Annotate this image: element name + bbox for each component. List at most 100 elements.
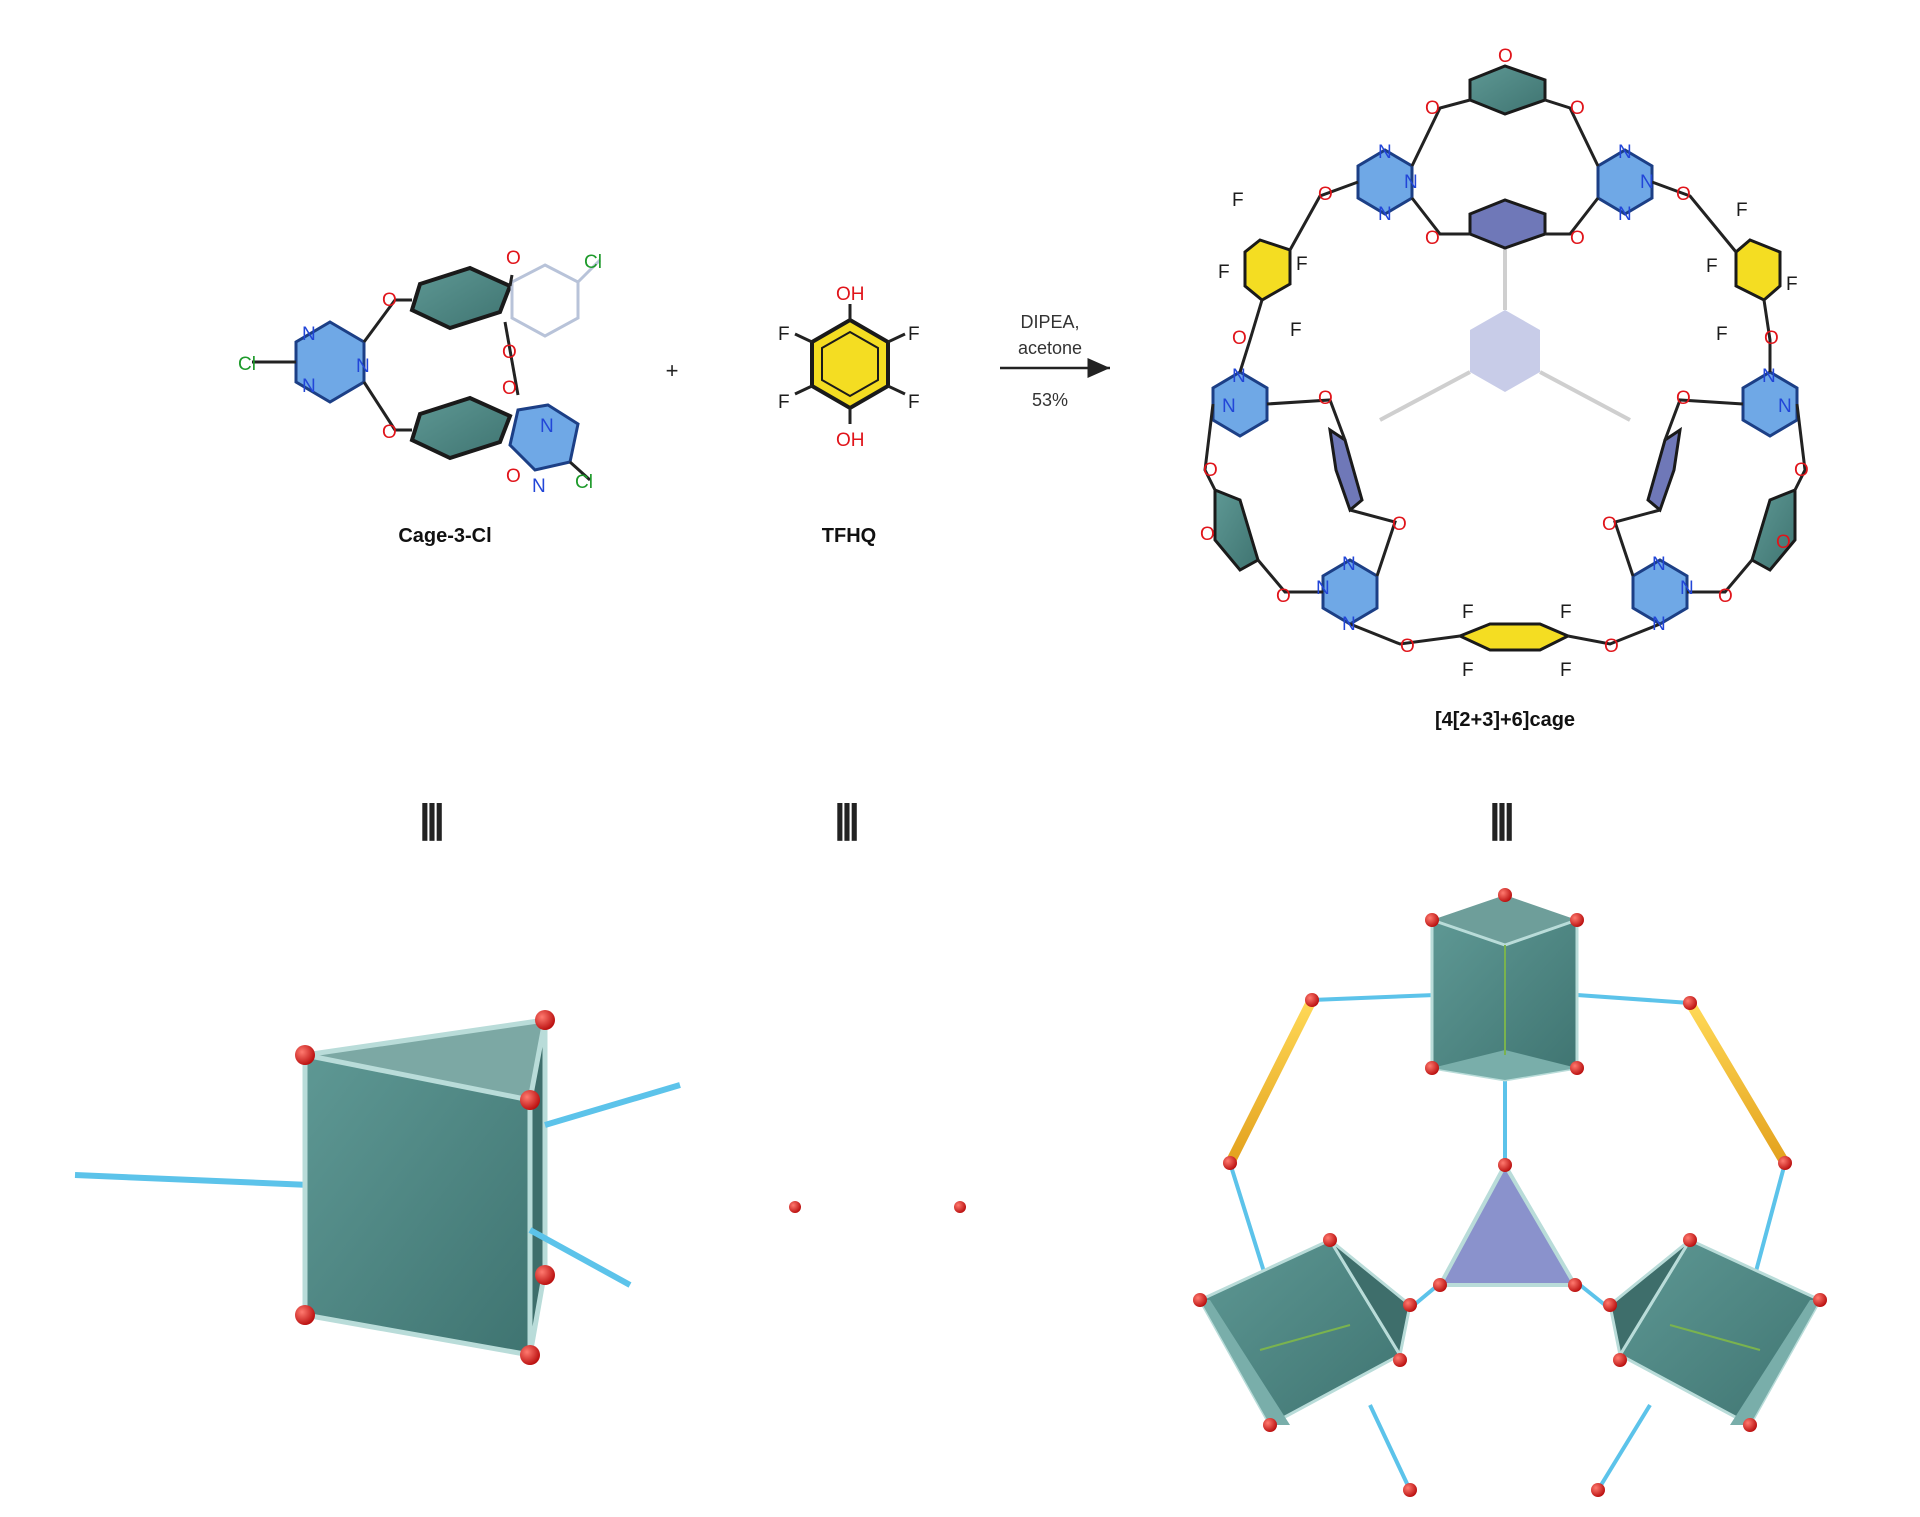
vertex-node: [1613, 1353, 1627, 1367]
oxygen-atom: O: [1676, 388, 1691, 409]
vertex-node: [1603, 1298, 1617, 1312]
chlorine-atom: Cl: [238, 354, 256, 375]
nitrogen-atom: N: [1404, 172, 1418, 193]
oxygen-atom: O: [506, 466, 521, 487]
fluorine-atom: F: [1462, 602, 1474, 623]
chlorine-atom: Cl: [584, 252, 602, 273]
oxygen-atom: O: [506, 248, 521, 269]
oxygen-atom: O: [1318, 184, 1333, 205]
nitrogen-atom: N: [302, 376, 316, 397]
cage-3-cl-label: Cage-3-Cl: [398, 525, 491, 547]
oxygen-atom: O: [1318, 388, 1333, 409]
vertex-node: [1778, 1156, 1792, 1170]
vertex-node: [1403, 1483, 1417, 1497]
oxygen-atom: O: [1425, 228, 1440, 249]
vertex-node: [1743, 1418, 1757, 1432]
nitrogen-atom: N: [1640, 172, 1654, 193]
fluorine-atom: F: [778, 324, 790, 345]
oxygen-atom: O: [1718, 586, 1733, 607]
vertex-node: [1683, 1233, 1697, 1247]
nitrogen-atom: N: [1232, 366, 1246, 387]
vertex-node: [1193, 1293, 1207, 1307]
oxygen-atom: O: [1400, 636, 1415, 657]
teal-aryl-ring: [409, 395, 513, 461]
oxygen-atom: O: [382, 290, 397, 311]
nitrogen-atom: N: [1378, 204, 1392, 225]
oxygen-atom: O: [1776, 532, 1791, 553]
vertex-node: [520, 1345, 540, 1365]
oxygen-atom: O: [1604, 636, 1619, 657]
oxygen-atom: O: [1498, 46, 1513, 67]
fluorine-atom: F: [1560, 660, 1572, 681]
nitrogen-atom: N: [540, 416, 554, 437]
product-cage-structure: O O O O O O O O O O O O O O O O O O O O …: [1200, 46, 1809, 731]
nitrogen-atom: N: [1222, 396, 1236, 417]
fluorine-atom: F: [908, 392, 920, 413]
fluorine-atom: F: [1786, 274, 1798, 295]
fluorine-atom: F: [1232, 190, 1244, 211]
fluorine-atom: F: [1462, 660, 1474, 681]
oxygen-atom: O: [382, 422, 397, 443]
oxygen-atom: O: [1203, 460, 1218, 481]
vertex-node: [789, 1201, 801, 1213]
vertex-node: [1425, 1061, 1439, 1075]
vertex-node: [1498, 1158, 1512, 1172]
nitrogen-atom: N: [1618, 142, 1632, 163]
fluorine-atom: F: [1716, 324, 1728, 345]
vertex-node: [1683, 996, 1697, 1010]
tfhq-structure: OH OH F F F F TFHQ: [778, 284, 920, 547]
oxygen-atom: O: [1570, 228, 1585, 249]
nitrogen-atom: N: [356, 356, 370, 377]
vertex-node: [1570, 1061, 1584, 1075]
fluorine-atom: F: [1290, 320, 1302, 341]
vertex-node: [1570, 913, 1584, 927]
oxygen-atom: O: [1425, 98, 1440, 119]
reaction-yield: 53%: [1032, 390, 1068, 410]
fluorine-atom: F: [1296, 254, 1308, 275]
nitrogen-atom: N: [1618, 204, 1632, 225]
nitrogen-atom: N: [532, 476, 546, 497]
oxygen-atom: O: [1676, 184, 1691, 205]
oxygen-atom: O: [1764, 328, 1779, 349]
nitrogen-atom: N: [1378, 142, 1392, 163]
fluorine-atom: F: [1706, 256, 1718, 277]
trigonal-prism-icon: [74, 1010, 681, 1365]
vertex-node: [295, 1305, 315, 1325]
tfhq-ring: [810, 317, 890, 411]
oxygen-atom: O: [1276, 586, 1291, 607]
equivalence-sign: |||: [1489, 797, 1512, 841]
fluorine-atom: F: [1736, 200, 1748, 221]
nitrogen-atom: N: [1778, 396, 1792, 417]
fluorine-atom: F: [1560, 602, 1572, 623]
vertex-node: [1403, 1298, 1417, 1312]
tfhq-label: TFHQ: [822, 525, 876, 547]
chlorine-atom: Cl: [575, 472, 593, 493]
vertex-node: [535, 1010, 555, 1030]
vertex-node: [1498, 888, 1512, 902]
oxygen-atom: O: [1570, 98, 1585, 119]
vertex-node: [1591, 1483, 1605, 1497]
nitrogen-atom: N: [1652, 554, 1666, 575]
vertex-node: [535, 1265, 555, 1285]
reaction-arrow: DIPEA, acetone 53%: [1000, 312, 1110, 410]
fluorine-atom: F: [778, 392, 790, 413]
vertex-node: [295, 1045, 315, 1065]
oxygen-atom: O: [1794, 460, 1809, 481]
vertex-node: [1223, 1156, 1237, 1170]
vertex-node: [1305, 993, 1319, 1007]
cage-topology-icon: [1193, 888, 1827, 1497]
nitrogen-atom: N: [1652, 614, 1666, 635]
triazine-ring: [508, 403, 580, 472]
vertex-node: [1393, 1353, 1407, 1367]
reagent-dipea: DIPEA,: [1020, 312, 1079, 332]
vertex-node: [1813, 1293, 1827, 1307]
vertex-node: [520, 1090, 540, 1110]
fluorine-atom: F: [1218, 262, 1230, 283]
vertex-node: [954, 1201, 966, 1213]
nitrogen-atom: N: [1342, 554, 1356, 575]
equivalence-sign: |||: [834, 797, 857, 841]
oxygen-atom: O: [502, 378, 517, 399]
fluorine-atom: F: [908, 324, 920, 345]
nitrogen-atom: N: [1342, 614, 1356, 635]
hydroxyl-group: OH: [836, 430, 865, 451]
